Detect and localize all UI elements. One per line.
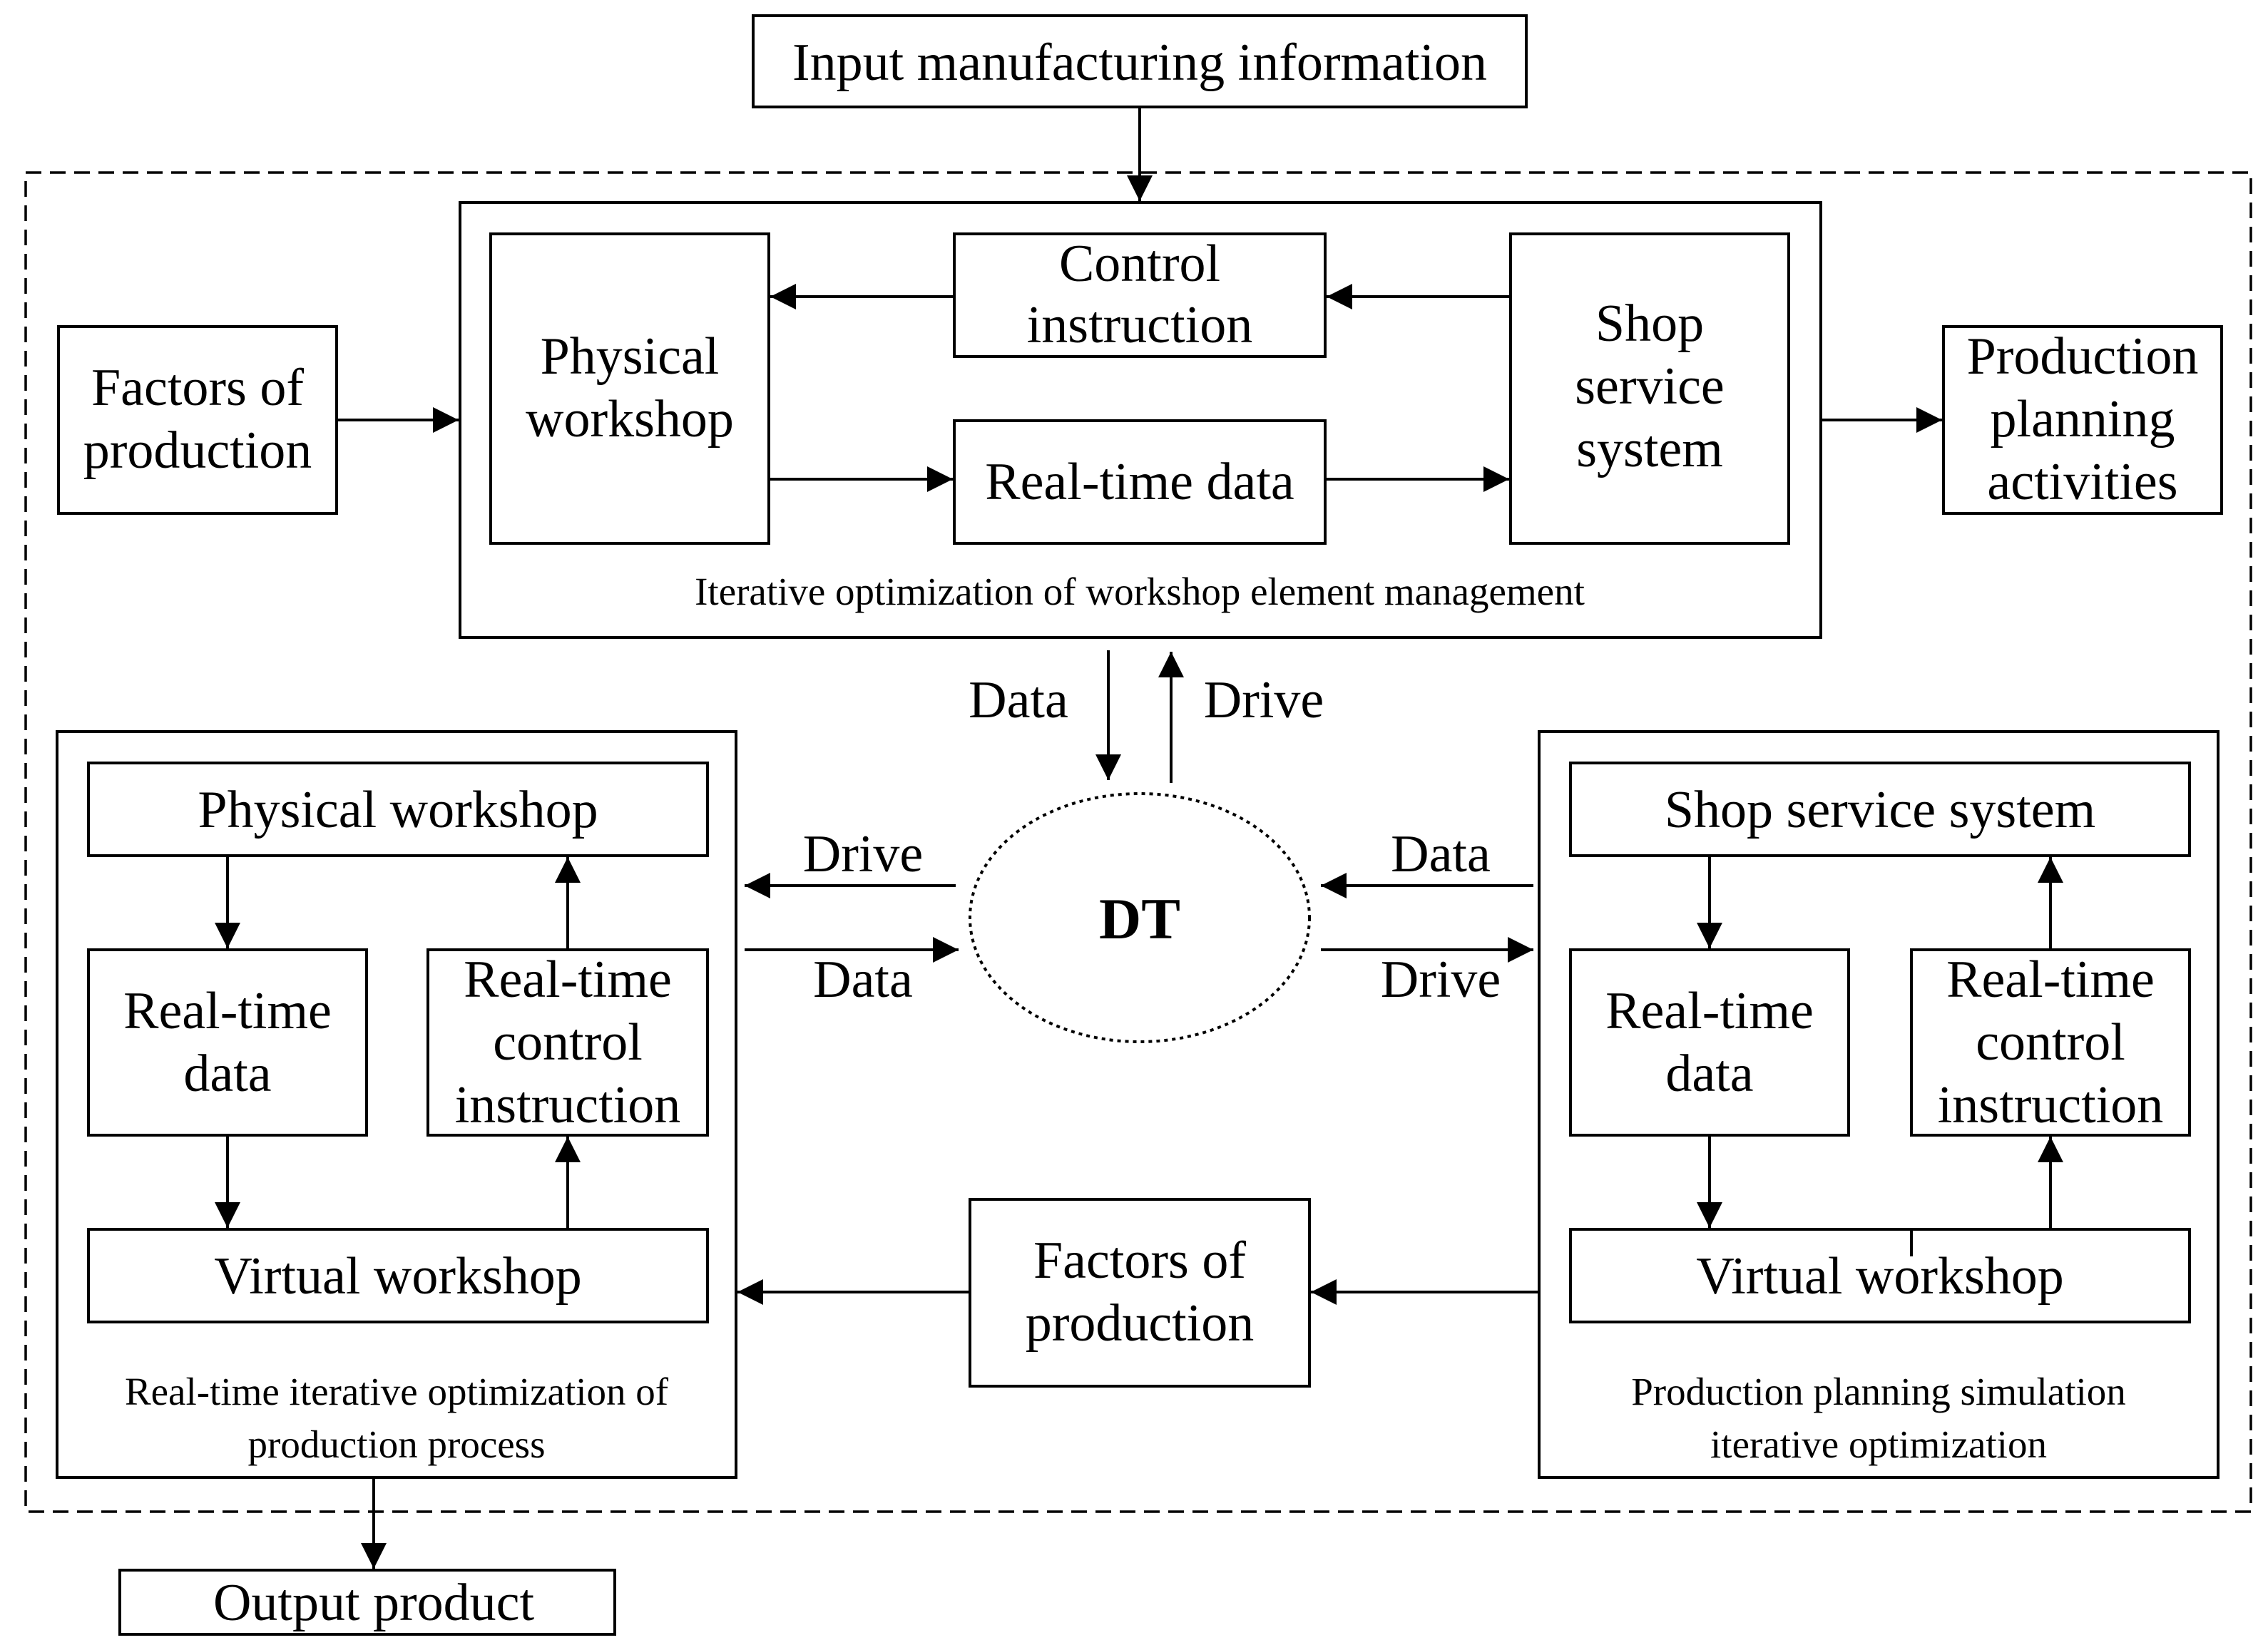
right-real-time-control-instruction-box: Real-time control instruction (1910, 948, 2191, 1137)
top-control-instruction-box: Control instruction (953, 232, 1327, 358)
svg-text:workshop: workshop (526, 390, 734, 449)
svg-text:planning: planning (1991, 390, 2175, 449)
svg-text:Factors of: Factors of (1033, 1231, 1246, 1290)
label-drive-right: Drive (1381, 950, 1501, 1009)
svg-text:Control: Control (1059, 235, 1220, 293)
top-shop-service-system-box: Shop service system (1509, 232, 1790, 545)
factors-of-production-left-box: Factors of production (57, 325, 338, 515)
svg-text:data: data (1665, 1045, 1753, 1103)
top-group-workshop-element-management: Iterative optimization of workshop eleme… (459, 201, 1822, 639)
svg-text:activities: activities (1987, 453, 2177, 511)
dt-ellipse: DT (969, 792, 1311, 1043)
left-physical-workshop-box: Physical workshop (87, 762, 709, 857)
svg-text:control: control (1976, 1013, 2125, 1072)
svg-text:data: data (183, 1045, 271, 1103)
svg-text:Virtual workshop: Virtual workshop (1696, 1247, 2064, 1306)
svg-text:Production: Production (1967, 327, 2199, 386)
svg-text:Shop: Shop (1595, 294, 1704, 353)
label-drive-up: Drive (1204, 671, 1324, 729)
svg-text:iterative optimization: iterative optimization (1710, 1423, 2047, 1466)
svg-text:Real-time: Real-time (123, 982, 332, 1040)
connector-arrows (215, 107, 2063, 1569)
svg-text:instruction: instruction (1027, 296, 1253, 354)
svg-text:Real-time: Real-time (1946, 950, 2155, 1009)
svg-text:instruction: instruction (1938, 1076, 2164, 1134)
left-real-time-control-instruction-box: Real-time control instruction (426, 948, 709, 1137)
output-product-box: Output product (118, 1569, 616, 1636)
svg-text:control: control (493, 1013, 643, 1072)
svg-text:Real-time data: Real-time data (985, 453, 1294, 511)
svg-text:Factors of: Factors of (91, 359, 304, 417)
svg-text:Shop service system: Shop service system (1665, 781, 2095, 839)
right-group-production-planning-simulation: Production planning simulation iterative… (1538, 730, 2220, 1479)
label-data-left: Data (813, 950, 913, 1009)
svg-text:Physical: Physical (541, 327, 720, 386)
top-physical-workshop-box: Physical workshop (489, 232, 770, 545)
label-drive-left: Drive (803, 825, 924, 883)
right-virtual-workshop-box: Virtual workshop (1569, 1228, 2191, 1323)
svg-text:Real-time iterative optimizati: Real-time iterative optimization of (125, 1370, 669, 1413)
output-label: Output product (213, 1574, 535, 1632)
left-group-production-process: Real-time iterative optimization of prod… (56, 730, 737, 1479)
svg-text:Real-time: Real-time (1605, 982, 1814, 1040)
svg-text:Physical workshop: Physical workshop (198, 781, 598, 839)
left-real-time-data-box: Real-time data (87, 948, 368, 1137)
svg-text:production: production (1026, 1294, 1255, 1353)
svg-text:instruction: instruction (455, 1076, 681, 1134)
left-virtual-workshop-box: Virtual workshop (87, 1228, 709, 1323)
svg-text:production: production (83, 421, 312, 480)
label-data-down: Data (969, 671, 1068, 729)
top-real-time-data-box: Real-time data (953, 419, 1327, 545)
svg-text:system: system (1576, 420, 1723, 478)
system-boundary (24, 171, 2252, 1513)
svg-text:Virtual workshop: Virtual workshop (214, 1247, 582, 1306)
label-data-right: Data (1391, 825, 1491, 883)
input-label: Input manufacturing information (792, 34, 1487, 92)
svg-text:Real-time: Real-time (464, 950, 672, 1009)
factors-of-production-bottom-box: Factors of production (969, 1198, 1311, 1388)
svg-text:service: service (1575, 357, 1725, 416)
input-manufacturing-information-box: Input manufacturing information (752, 14, 1528, 108)
svg-text:Production planning simulation: Production planning simulation (1631, 1370, 2126, 1413)
right-real-time-data-box: Real-time data (1569, 948, 1850, 1137)
production-planning-activities-box: Production planning activities (1942, 325, 2223, 515)
top-group-caption: Iterative optimization of workshop eleme… (695, 570, 1585, 613)
right-shop-service-system-box: Shop service system (1569, 762, 2191, 857)
svg-text:production process: production process (248, 1423, 546, 1466)
dt-label: DT (1099, 886, 1180, 951)
